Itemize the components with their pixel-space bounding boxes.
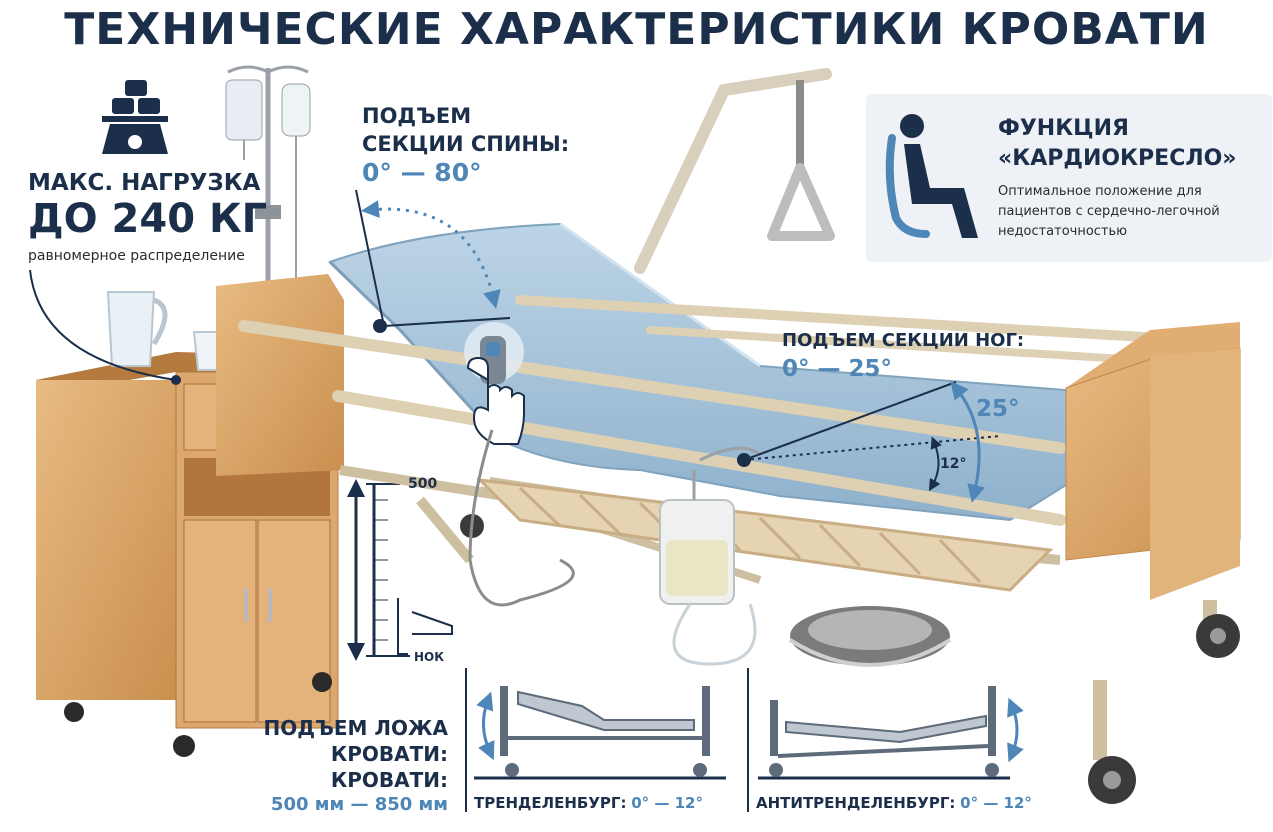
trendelenburg-caption: ТРЕНДЕЛЕНБУРГ: 0° — 12° [474,794,703,812]
bed-pan [788,606,952,667]
cardiochair-desc3: недостаточностью [998,224,1128,239]
leg-section-range: 0° — 25° [782,356,893,382]
drainage-bag [659,446,761,666]
cardiochair-line1: ФУНКЦИЯ [998,116,1129,141]
load-label-line1: МАКС. НАГРУЗКА [28,170,261,196]
height-line1: ПОДЪЕМ ЛОЖА [263,716,448,740]
leg-angle-indicator [737,381,1001,503]
page-title: ТЕХНИЧЕСКИЕ ХАРАКТЕРИСТИКИ КРОВАТИ [64,4,1209,55]
height-line3: КРОВАТИ: [330,768,448,792]
weight-scale-icon [102,80,168,154]
footboard [1065,322,1241,600]
antitrendelenburg-label: АНТИТРЕНДЕЛЕНБУРГ: [756,794,956,812]
leg-angle-big: 25° [976,396,1020,422]
antitrendelenburg-caption: АНТИТРЕНДЕЛЕНБУРГ: 0° — 12° [756,794,1032,812]
height-scale [347,479,453,661]
iv-stand-icon [225,65,311,350]
height-line2: КРОВАТИ: [330,742,448,766]
height-scale-top: 500 [408,476,438,492]
leg-section-label: ПОДЪЕМ СЕКЦИИ НОГ: [782,330,1025,351]
load-pointer-dot [171,375,181,385]
back-angle-indicator [355,189,511,333]
height-range: 500 мм — 850 мм [270,794,448,815]
load-label-line2: ДО 240 КГ [28,196,268,242]
headboard [216,274,344,476]
side-rails [238,295,1165,526]
trapeze-handle-icon [634,68,835,274]
cardiochair-desc2: пациентов с сердечно-легочной [998,204,1220,219]
wheels [460,514,1240,804]
cardiochair-line2: «КАРДИОКРЕСЛО» [998,146,1237,171]
hand-pointer-icon [464,322,575,607]
mattress [328,222,1091,522]
leg-angle-small: 12° [940,456,967,472]
trendelenburg-diagram [474,686,726,780]
slatted-base [475,477,1054,592]
trendelenburg-label: ТРЕНДЕЛЕНБУРГ: [474,794,627,812]
back-section-line1: ПОДЪЕМ [362,104,472,128]
trendelenburg-range: 0° — 12° [631,794,703,812]
cardiochair-desc1: Оптимальное положение для [998,184,1202,199]
height-scale-bottom: НОК [414,650,445,664]
antitrendelenburg-range: 0° — 12° [960,794,1032,812]
nightstand [36,291,339,757]
back-section-line2: СЕКЦИИ СПИНЫ: [362,132,570,156]
load-note: равномерное распределение [28,248,245,264]
load-pointer-line [29,269,177,381]
back-section-range: 0° — 80° [362,158,482,187]
antitrendelenburg-diagram [758,686,1024,780]
